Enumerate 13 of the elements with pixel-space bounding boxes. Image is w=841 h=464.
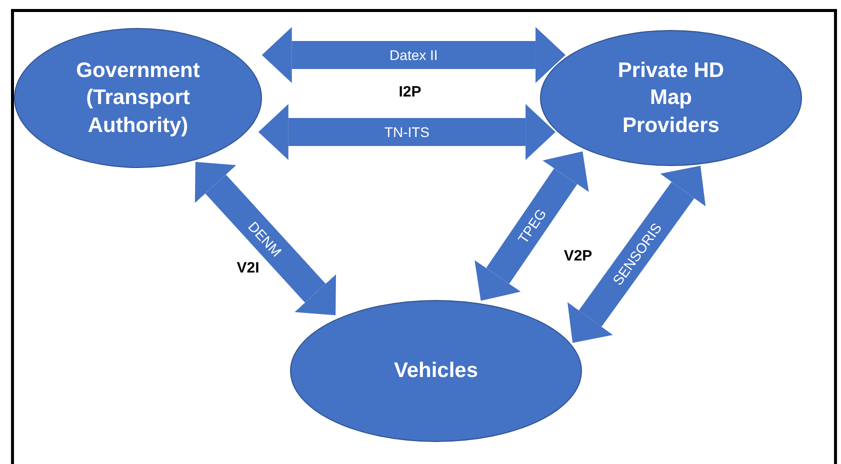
double-arrow [194, 162, 336, 316]
node-label: Vehicles [394, 358, 478, 384]
link-type-label: I2P [398, 84, 422, 100]
link-type-label: V2I [236, 260, 260, 276]
double-arrow [567, 166, 706, 343]
double-arrow [262, 27, 566, 83]
link-type-label: V2P [564, 248, 592, 264]
double-arrow [474, 151, 589, 301]
node-label: Government (Transport Authority) [75, 58, 201, 139]
edge-label: TN-ITS [384, 125, 430, 139]
double-arrow [258, 104, 556, 160]
edge-label: Datex II [390, 48, 438, 62]
node-label: Private HD Map Providers [616, 58, 726, 139]
